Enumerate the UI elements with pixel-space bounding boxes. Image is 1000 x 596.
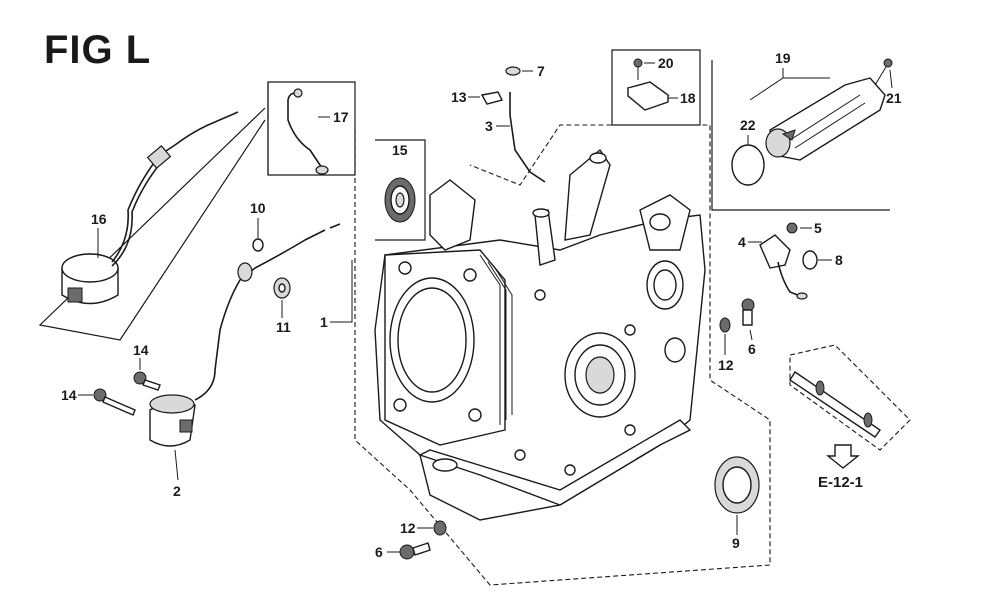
crankcase-1 xyxy=(374,148,706,521)
sensor-4 xyxy=(759,234,808,300)
frame-breather xyxy=(611,49,701,126)
callout-16: 16 xyxy=(91,211,107,227)
callout-18: 18 xyxy=(680,90,696,106)
oil-seal-9 xyxy=(714,456,760,514)
callout-12-right: 12 xyxy=(718,357,734,373)
bolt-5 xyxy=(786,222,798,234)
callout-12-lower: 12 xyxy=(400,520,416,536)
frame-sensor-cable xyxy=(267,81,356,176)
callout-6-lower: 6 xyxy=(375,544,383,560)
callout-22: 22 xyxy=(740,117,756,133)
cap-7 xyxy=(505,66,521,76)
callout-7: 7 xyxy=(537,63,545,79)
washer-10 xyxy=(252,238,264,252)
callout-19: 19 xyxy=(775,50,791,66)
clip-13 xyxy=(480,91,504,105)
leader-21 xyxy=(889,69,893,89)
frame-dipstick xyxy=(711,60,890,211)
callout-9: 9 xyxy=(732,535,740,551)
bolt-14-upper xyxy=(133,371,161,391)
callout-13: 13 xyxy=(451,89,467,105)
nut-11 xyxy=(273,277,291,299)
callout-5: 5 xyxy=(814,220,822,236)
callout-20: 20 xyxy=(658,55,674,71)
o-ring-22 xyxy=(731,144,765,186)
callout-6-right: 6 xyxy=(748,341,756,357)
callout-17: 17 xyxy=(333,109,349,125)
leader-19 xyxy=(749,68,830,101)
frame-stud xyxy=(789,344,911,451)
leader-1 xyxy=(330,260,353,323)
callout-14-lower: 14 xyxy=(61,387,77,403)
leader-6r xyxy=(749,329,753,341)
sensor-cable-17 xyxy=(287,88,329,175)
frame-oil-sensor xyxy=(38,107,266,341)
bolt-6-right xyxy=(741,298,755,326)
bolt-21 xyxy=(874,58,893,86)
breather-plate-18 xyxy=(626,81,670,111)
bolt-14-lower xyxy=(93,388,136,416)
bolt-20 xyxy=(633,58,643,80)
dipstick-19 xyxy=(765,77,886,161)
callout-14-upper: 14 xyxy=(133,342,149,358)
figure-title: FIG L xyxy=(44,28,152,72)
frame-oil-seal-15 xyxy=(375,139,426,241)
oil-seal-15 xyxy=(384,177,416,223)
callout-2: 2 xyxy=(173,483,181,499)
reference-arrow-icon xyxy=(826,444,860,469)
frame-crankcase xyxy=(354,124,771,586)
callout-10: 10 xyxy=(250,200,266,216)
callout-4: 4 xyxy=(738,234,746,250)
coil-assembly-2 xyxy=(149,223,341,447)
washer-12-lower xyxy=(433,520,447,536)
stud-bolt xyxy=(789,371,881,438)
callout-11: 11 xyxy=(276,319,291,335)
callout-1: 1 xyxy=(320,314,328,330)
callout-3: 3 xyxy=(485,118,493,134)
callout-15: 15 xyxy=(392,142,408,158)
breather-tube-3 xyxy=(509,92,546,183)
callout-8: 8 xyxy=(835,252,843,268)
washer-12-right xyxy=(719,317,731,333)
clip-8 xyxy=(802,250,818,270)
leader-2 xyxy=(174,449,179,481)
callout-21: 21 xyxy=(886,90,902,106)
reference-label: E-12-1 xyxy=(818,474,863,491)
bolt-6-lower xyxy=(399,542,431,560)
oil-level-sensor-16 xyxy=(61,111,239,305)
